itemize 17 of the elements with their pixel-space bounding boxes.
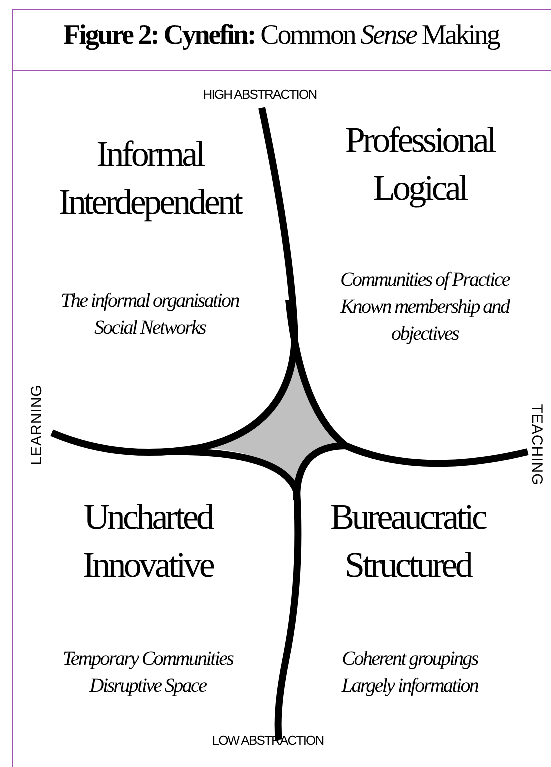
quadrant-heading: Professional Logical [345, 119, 495, 210]
quadrant-description: The informal organisation [60, 289, 240, 314]
quadrant-heading: Uncharted Innovative [83, 496, 213, 587]
quadrant-description: Communities of Practice [340, 268, 511, 293]
figure-title: Figure 2: Cynefin: Common Sense Making [62, 20, 501, 52]
axis-label: TEACHING [528, 404, 546, 486]
quadrant-description: Temporary Communities [62, 647, 235, 672]
quadrant-heading: Informal Interdependent [58, 133, 242, 224]
quadrant-heading: Bureaucratic Structured [330, 496, 486, 587]
quadrant-description: Social Networks [93, 316, 208, 341]
quadrant-description: Largely information [340, 674, 480, 699]
axis-label: LOW ABSTRACTION [212, 733, 324, 748]
quadrant-description: Coherent groupings [341, 647, 480, 672]
quadrant-description: Disruptive Space [88, 674, 208, 699]
quadrant-description: Known membership and objectives [340, 295, 511, 347]
axis-label: LEARNING [28, 384, 46, 466]
axis-label: HIGH ABSTRACTION [203, 87, 317, 102]
